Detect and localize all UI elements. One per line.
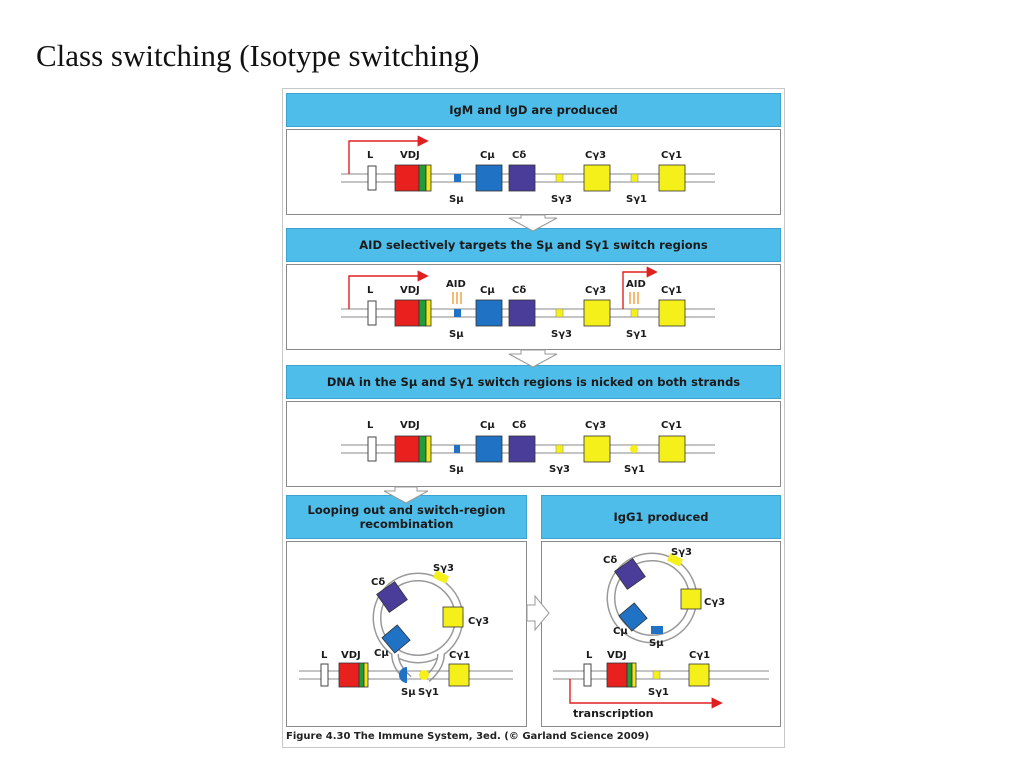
- panel-1-title: IgM and IgD are produced: [286, 93, 781, 127]
- c-mu-exon: [475, 164, 503, 192]
- svg-text:Cμ: Cμ: [374, 648, 389, 659]
- svg-text:Sγ3: Sγ3: [433, 563, 454, 574]
- svg-text:Cγ3: Cγ3: [468, 616, 489, 627]
- label-transcription: transcription: [573, 707, 654, 720]
- svg-text:Cγ3: Cγ3: [585, 420, 606, 431]
- label-c-gamma3: Cγ3: [585, 150, 606, 161]
- label-s-mu: Sμ: [449, 194, 464, 205]
- panel-1-gene: L VDJ Cμ Cδ Cγ3 Cγ1 Sμ Sγ3 Sγ1: [341, 135, 715, 205]
- label-aid-2: AID: [626, 279, 646, 290]
- aid-arrows-s-mu: [452, 292, 462, 304]
- svg-text:Cμ: Cμ: [613, 626, 628, 637]
- panel-5-circle: Cδ Sγ3 Cγ3 Cμ Sμ: [603, 547, 725, 649]
- svg-text:Cγ1: Cγ1: [661, 420, 682, 431]
- svg-text:Sγ1: Sγ1: [626, 329, 647, 340]
- leader-exon: [367, 165, 377, 191]
- step-arrow-3: [383, 486, 429, 504]
- s-mu-region: [454, 174, 461, 182]
- svg-text:Sγ1: Sγ1: [418, 687, 439, 698]
- svg-text:Sμ: Sμ: [449, 329, 464, 340]
- label-l: L: [367, 150, 374, 161]
- panel-3-title: DNA in the Sμ and Sγ1 switch regions is …: [286, 365, 781, 399]
- transcription-arrow: [348, 135, 429, 174]
- svg-text:Sμ: Sμ: [401, 687, 416, 698]
- svg-text:VDJ: VDJ: [607, 650, 627, 661]
- svg-text:Cγ3: Cγ3: [704, 597, 725, 608]
- label-s-gamma1: Sγ1: [626, 194, 647, 205]
- svg-text:Sμ: Sμ: [449, 464, 464, 475]
- svg-text:Cδ: Cδ: [603, 555, 617, 566]
- svg-text:L: L: [367, 285, 374, 296]
- label-aid-1: AID: [446, 279, 466, 290]
- label-c-gamma1: Cγ1: [661, 150, 682, 161]
- svg-text:Sγ3: Sγ3: [551, 329, 572, 340]
- label-vdj: VDJ: [400, 150, 420, 161]
- label-s-gamma3: Sγ3: [551, 194, 572, 205]
- svg-text:L: L: [367, 420, 374, 431]
- svg-text:Cγ3: Cγ3: [585, 285, 606, 296]
- step-arrow-4: [526, 594, 550, 632]
- aid-arrows-s-gamma1: [629, 292, 639, 304]
- svg-text:Sμ: Sμ: [649, 638, 664, 649]
- c-gamma3-exon: [583, 164, 611, 192]
- slide-title: Class switching (Isotype switching): [36, 38, 480, 73]
- svg-text:Cδ: Cδ: [371, 577, 385, 588]
- svg-text:Sγ3: Sγ3: [671, 547, 692, 558]
- s-gamma3-region: [555, 173, 564, 183]
- panel-5-title: IgG1 produced: [541, 495, 781, 539]
- c-delta-exon: [508, 164, 536, 192]
- svg-text:L: L: [321, 650, 328, 661]
- panel-4: [286, 541, 527, 727]
- panel-5-gene: L VDJ Cγ1 Sγ1 transcription: [553, 650, 769, 720]
- svg-text:Sγ1: Sγ1: [648, 687, 669, 698]
- step-arrow-2: [508, 349, 558, 368]
- vdj-exon: [394, 164, 420, 192]
- svg-text:Cγ1: Cγ1: [689, 650, 710, 661]
- svg-text:Cδ: Cδ: [512, 285, 526, 296]
- panel-3-gene: L VDJ Cμ Cδ Cγ3 Cγ1 Sμ Sγ3 Sγ1: [341, 420, 715, 475]
- svg-text:Cγ1: Cγ1: [449, 650, 470, 661]
- panel-4-loop: Cδ Sγ3 Cγ3 Cμ: [371, 563, 489, 683]
- svg-text:Sγ1: Sγ1: [624, 464, 645, 475]
- s-gamma1-region: [630, 173, 639, 183]
- svg-text:Sγ3: Sγ3: [549, 464, 570, 475]
- figure: IgM and IgD are produced AID selectively…: [282, 88, 785, 748]
- svg-text:VDJ: VDJ: [400, 285, 420, 296]
- step-arrow-1: [508, 214, 558, 232]
- svg-text:Cδ: Cδ: [512, 420, 526, 431]
- svg-text:VDJ: VDJ: [400, 420, 420, 431]
- panel-4-gene: L VDJ Cγ1 Sμ Sγ1: [299, 650, 513, 698]
- panel-2-gene: L VDJ AID Cμ Cδ Cγ3 AID Cγ1 Sμ Sγ3 Sγ1: [341, 266, 715, 340]
- svg-text:VDJ: VDJ: [341, 650, 361, 661]
- svg-text:L: L: [586, 650, 593, 661]
- label-c-mu: Cμ: [480, 150, 495, 161]
- label-c-delta: Cδ: [512, 150, 526, 161]
- svg-text:Cμ: Cμ: [480, 420, 495, 431]
- figure-caption: Figure 4.30 The Immune System, 3ed. (© G…: [286, 731, 650, 742]
- diagram-art: L VDJ Cμ Cδ Cγ3 Cγ1 Sμ Sγ3 Sγ1: [299, 135, 769, 720]
- c-gamma1-exon: [658, 164, 686, 192]
- svg-text:Cγ1: Cγ1: [661, 285, 682, 296]
- svg-text:Cμ: Cμ: [480, 285, 495, 296]
